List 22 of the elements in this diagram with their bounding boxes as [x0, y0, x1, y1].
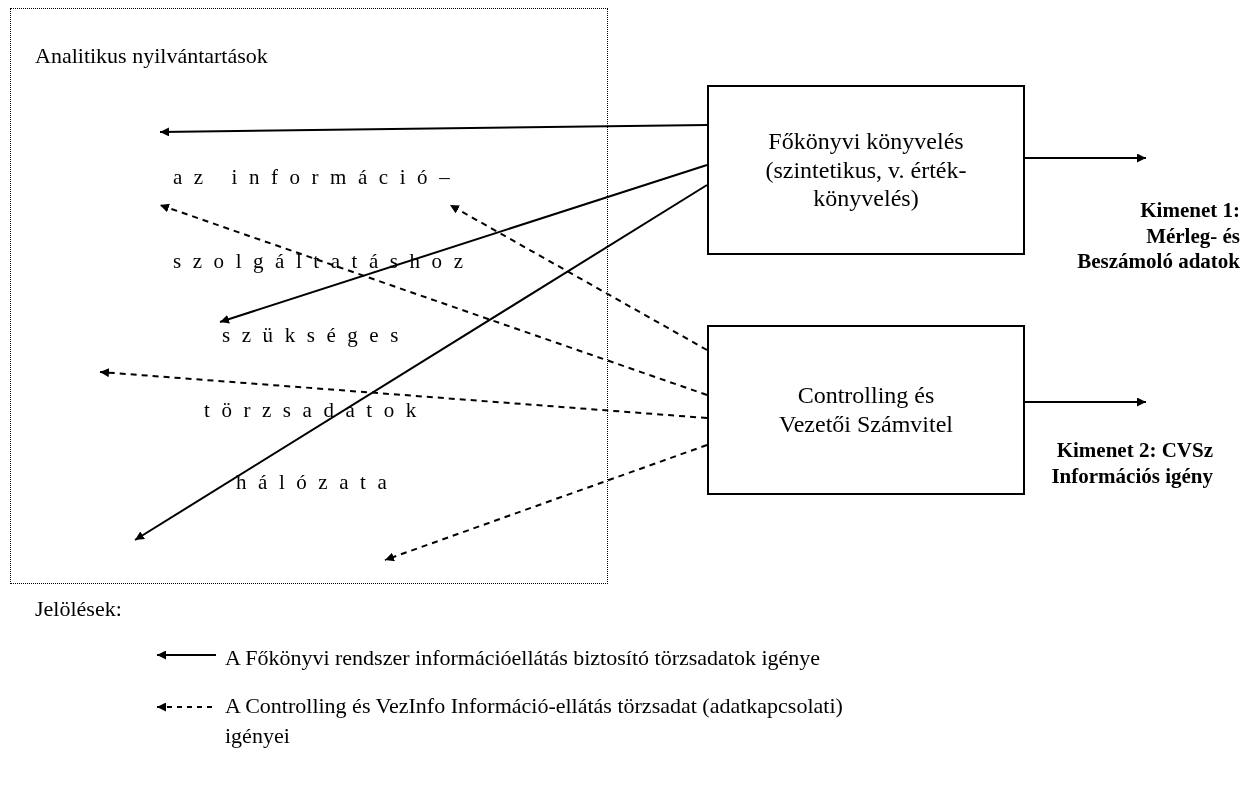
arrow	[134, 184, 708, 541]
arrow	[449, 204, 708, 351]
group-title: Analitikus nyilvántartások	[35, 43, 268, 69]
arrow	[159, 203, 708, 396]
output-label: Kimenet 2: CVSz Információs igény	[1050, 438, 1213, 490]
process-box	[707, 85, 1025, 255]
arrow	[219, 164, 708, 324]
label: szükséges	[222, 323, 410, 348]
arrow	[384, 444, 708, 562]
label: hálózata	[236, 470, 399, 495]
legend-label: A Controlling és VezInfo Információ-ellátás törzsadat (adatkapcsolati) igényei	[225, 692, 844, 750]
legend-title: Jelölések:	[35, 596, 122, 622]
process-box	[707, 325, 1025, 495]
box-label: Controlling és Vezetői Számvitel	[778, 381, 954, 439]
arrow	[1024, 153, 1147, 163]
legend-label: A Főkönyvi rendszer információellátás biztosító törzsadatok igénye	[225, 644, 822, 672]
output-label: Kimenet 1: Mérleg- és Beszámoló adatok	[1076, 198, 1240, 275]
box-label: Főkönyvi könyvelés (szintetikus, v. érték- könyvelés)	[764, 126, 968, 214]
label: az információ–	[173, 165, 462, 190]
arrow	[159, 124, 708, 137]
group-frame	[10, 8, 608, 584]
arrow	[1024, 397, 1147, 407]
